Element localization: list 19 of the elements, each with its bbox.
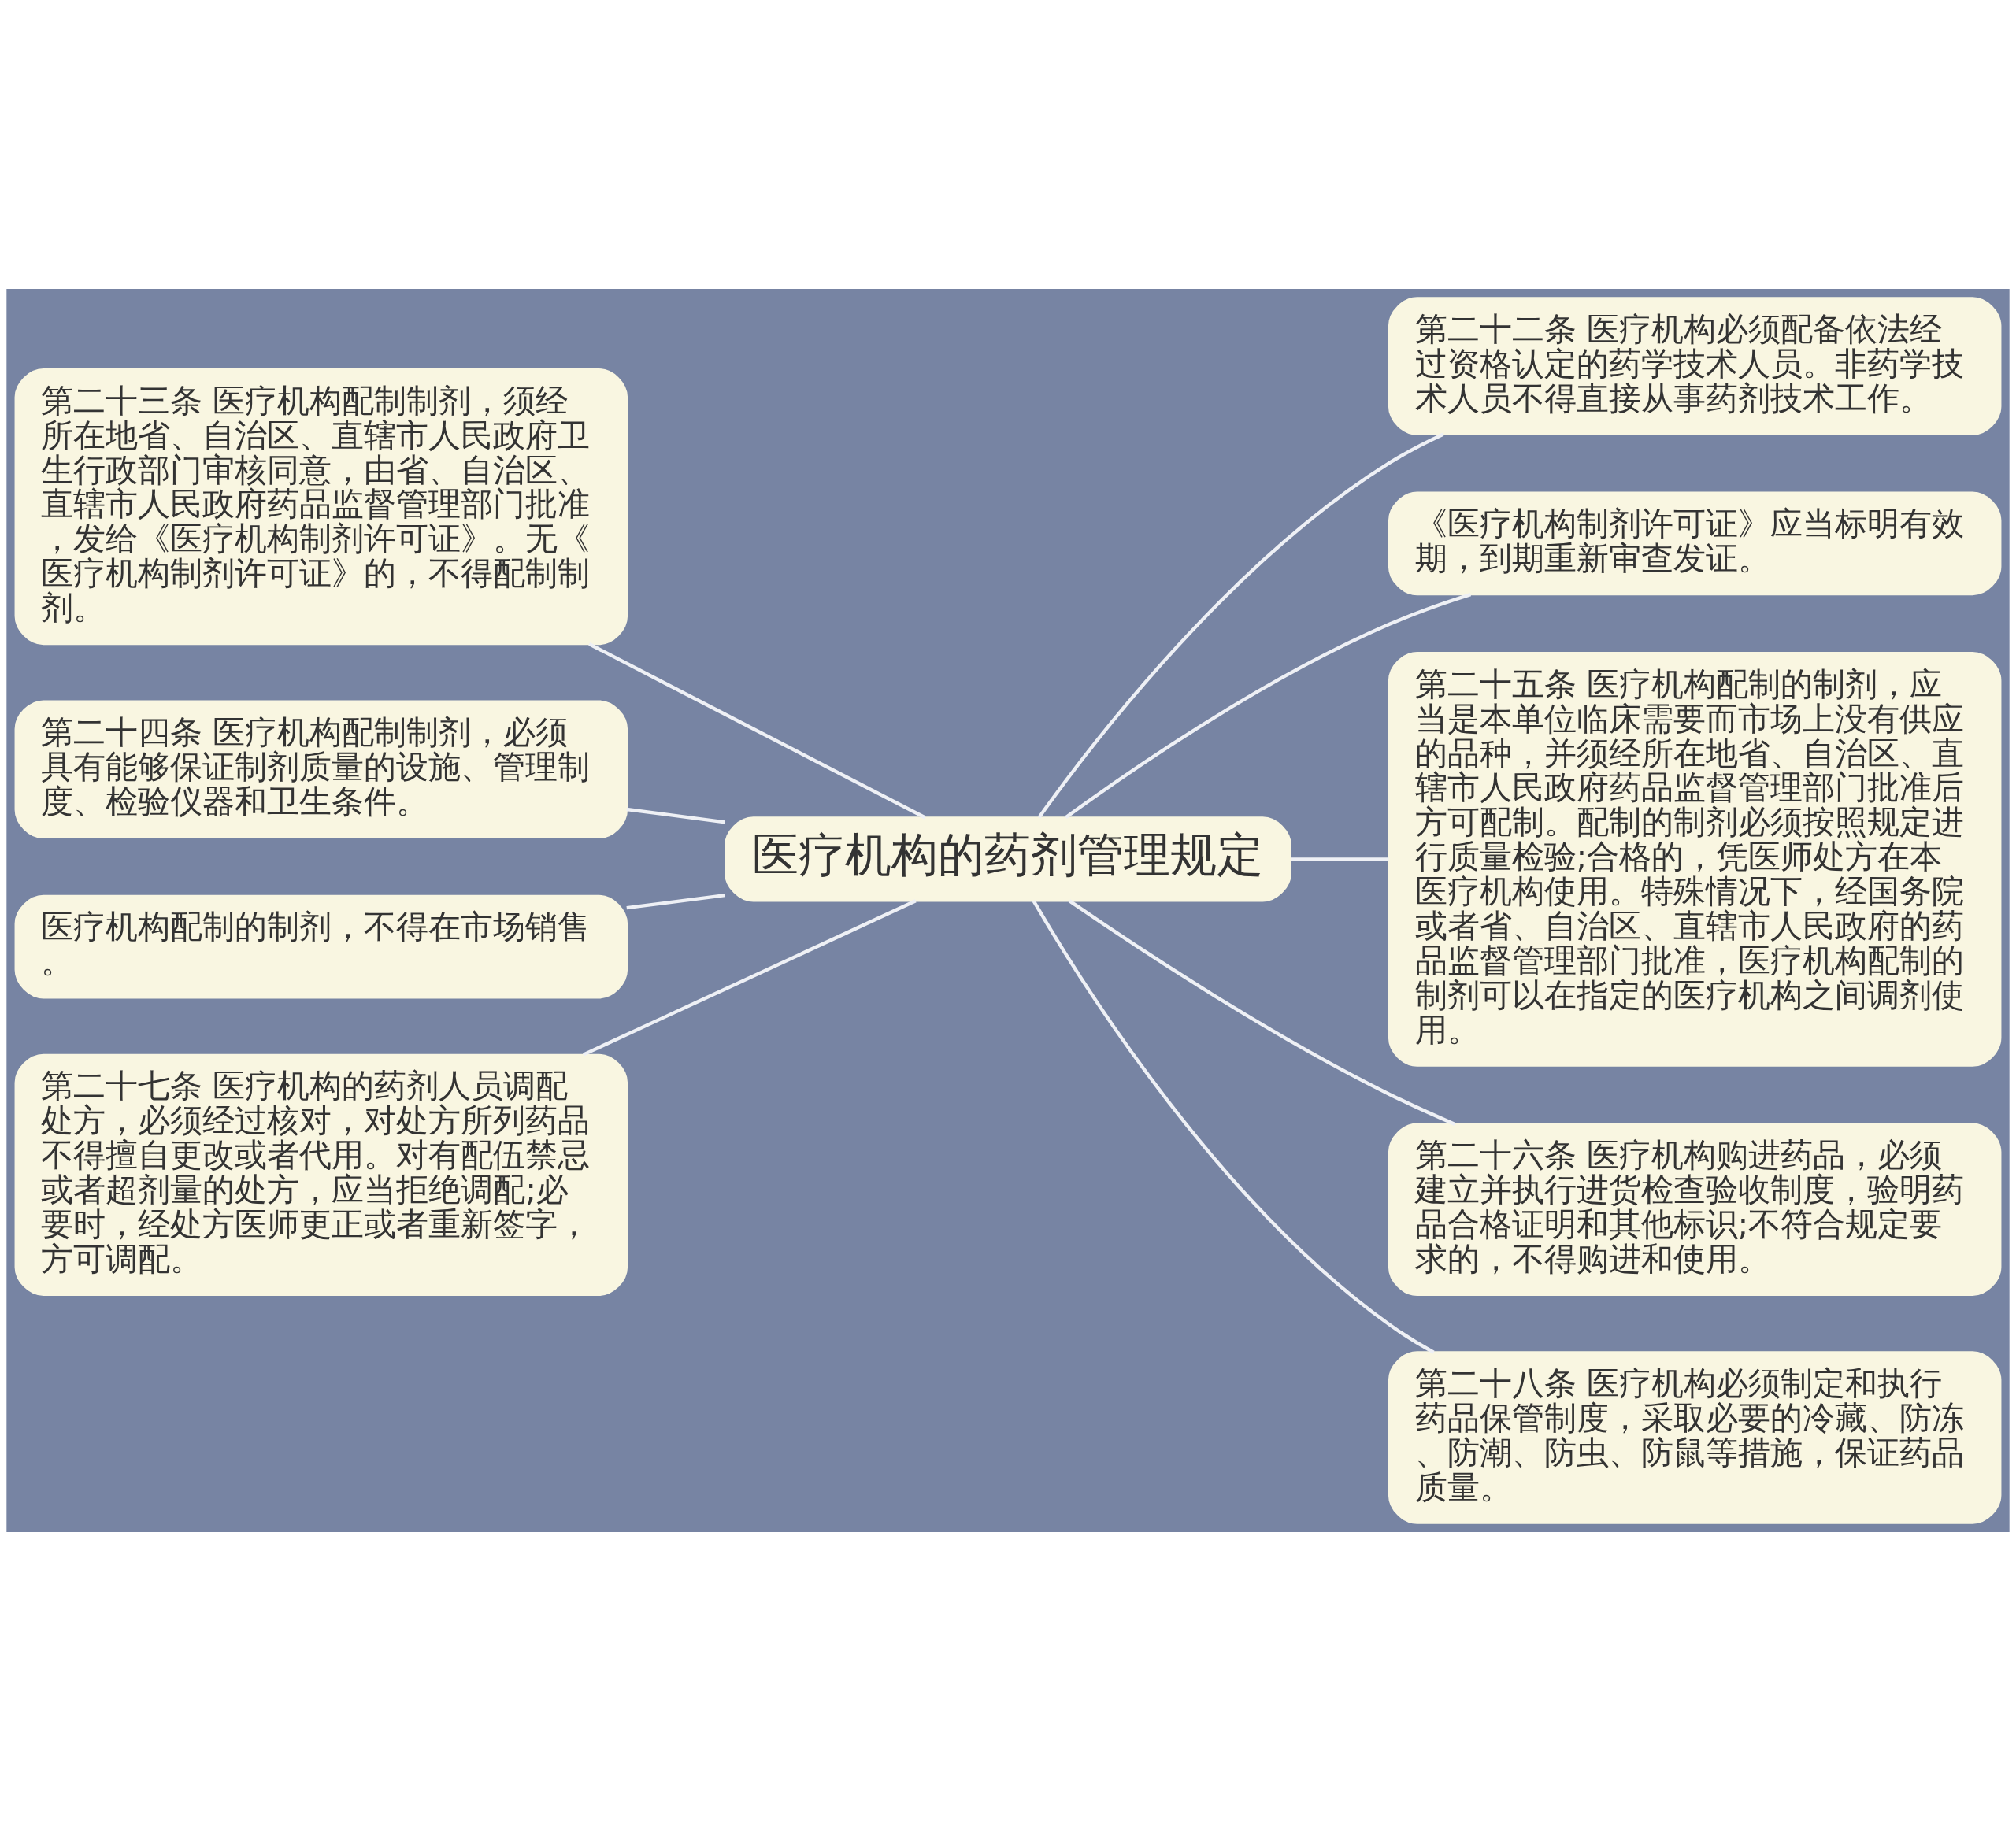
node-box: 第二十八条 医疗机构必须制定和执行药品保管制度，采取必要的冷藏、防冻、防潮、防虫、防鼠等措施，保证药品质量。 (1388, 1351, 2002, 1524)
connector (1037, 432, 1444, 819)
node-box: 第二十三条 医疗机构配制制剂，须经所在地省、自治区、直辖市人民政府卫生行政部门审核同意，由省、自治区、直辖市人民政府药品监督管理部门批准，发给《医疗机构制剂许可证》。无《医疗机构制剂许可证》的，不得配制制剂。 (14, 368, 628, 646)
connector (1068, 899, 1456, 1126)
node-box: 医疗机构配制的制剂，不得在市场销售。 (14, 894, 628, 999)
node-box: 第二十五条 医疗机构配制的制剂，应当是本单位临床需要而市场上没有供应的品种，并须经所在地省、自治区、直辖市人民政府药品监督管理部门批准后方可配制。配制的制剂必须按照规定进行质量检验;合格的，凭医师处方在本医疗机构使用。特殊情况下，经国务院或者省、自治区、直辖市人民政府的药品监督管理部门批准，医疗机构配制的制剂可以在指定的医疗机构之间调剂使用。 (1388, 651, 2002, 1067)
node-box: 医疗机构的药剂管理规定 (724, 816, 1292, 902)
connector (626, 893, 726, 910)
connector (582, 899, 917, 1057)
connector (588, 642, 926, 820)
node-box: 《医疗机构制剂许可证》应当标明有效期，到期重新审查发证。 (1388, 491, 2002, 596)
connector (1032, 900, 1435, 1354)
node-box: 第二十六条 医疗机构购进药品，必须建立并执行进货检查验收制度，验明药品合格证明和其他标识;不符合规定要求的，不得购进和使用。 (1388, 1123, 2002, 1296)
node-box: 第二十七条 医疗机构的药剂人员调配处方，必须经过核对，对处方所列药品不得擅自更改或者代用。对有配伍禁忌或者超剂量的处方，应当拒绝调配;必要时，经处方医师更正或者重新签字，方可调配。 (14, 1053, 628, 1296)
connector (626, 807, 726, 824)
node-box: 第二十二条 医疗机构必须配备依法经过资格认定的药学技术人员。非药学技术人员不得直接从事药剂技术工作。 (1388, 297, 2002, 435)
connector (1291, 857, 1389, 861)
node-box: 第二十四条 医疗机构配制制剂，必须具有能够保证制剂质量的设施、管理制度、检验仪器和卫生条件。 (14, 700, 628, 839)
connector (1065, 592, 1472, 820)
